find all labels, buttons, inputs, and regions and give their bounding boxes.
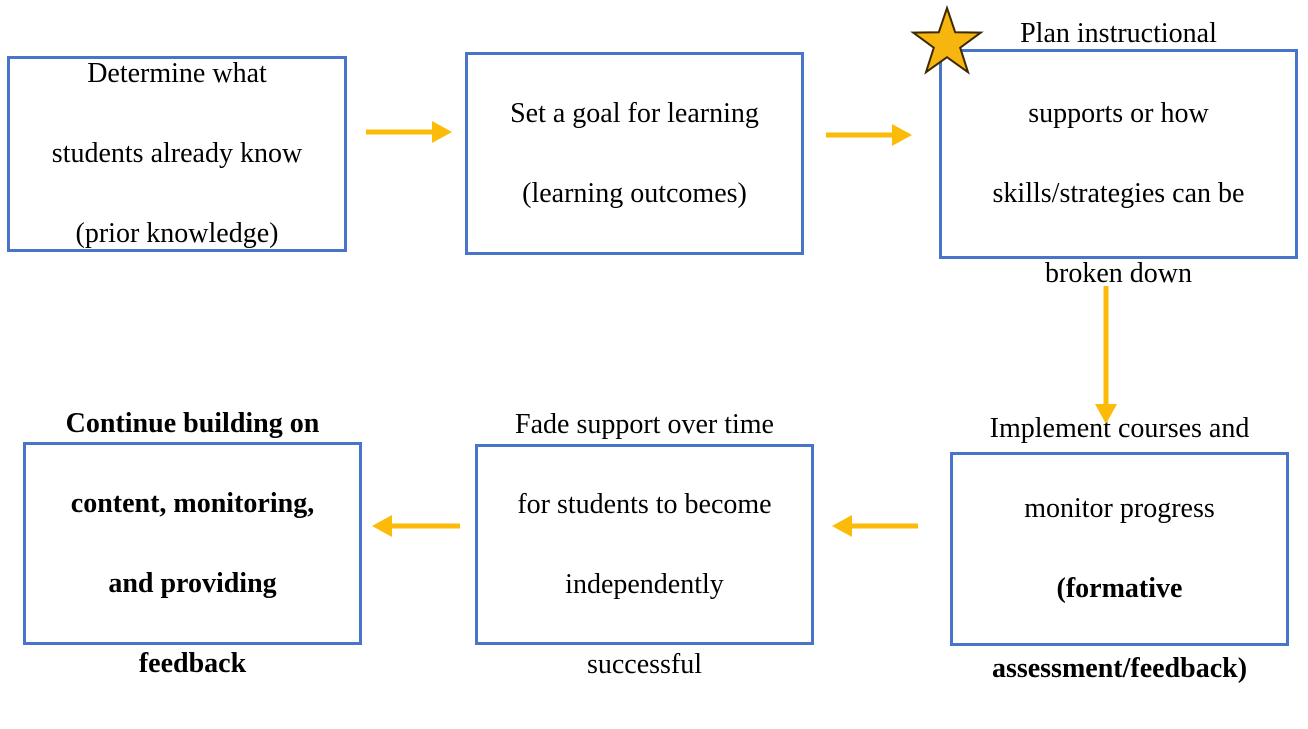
arrow-left-icon — [832, 515, 918, 537]
step-text-continue-building: Continue building on content, monitoring… — [66, 364, 320, 724]
step5-line1: Fade support over time — [515, 408, 774, 440]
step1-line2: students already know — [51, 138, 303, 169]
step-text-determine-prior-knowledge: Determine what students already know (pr… — [52, 14, 302, 294]
step-text-plan-supports: Plan instructional supports or how skill… — [993, 0, 1245, 334]
arrow-right-icon — [366, 121, 452, 143]
step-text-fade-support: Fade support over time for students to b… — [515, 365, 774, 725]
step4-line2: monitor progress — [1024, 493, 1215, 524]
step2-line2: (learning outcomes) — [522, 177, 747, 209]
step6-line1-bold: Continue building on — [65, 407, 320, 439]
step3-line3: skills/strategies can be — [992, 178, 1245, 209]
step5-line2: for students to become — [517, 488, 772, 520]
step3-line4: broken down — [1045, 258, 1192, 289]
step5-line3: independently — [565, 568, 724, 600]
step-box-implement-monitor: Implement courses and monitor progress (… — [950, 413, 1289, 684]
step4-line4-bold: assessment/feedback) — [991, 653, 1248, 684]
step3-line1: Plan instructional — [1020, 18, 1217, 49]
step5-line4: successful — [586, 648, 703, 680]
step6-line3-bold: and providing — [108, 567, 277, 599]
step3-line2: supports or how — [1028, 98, 1209, 129]
step6-line4-bold: feedback — [138, 647, 247, 679]
step-box-set-goal: Set a goal for learning (learning outcom… — [465, 52, 804, 255]
step1-line1: Determine what — [87, 58, 267, 89]
step-text-set-goal: Set a goal for learning (learning outcom… — [510, 54, 759, 254]
step-box-plan-supports: Plan instructional supports or how skill… — [939, 18, 1298, 289]
step1-line3: (prior knowledge) — [75, 218, 279, 249]
arrow-right-icon — [826, 124, 912, 146]
step4-line1: Implement courses and — [989, 413, 1250, 444]
step2-line1: Set a goal for learning — [510, 97, 759, 129]
step4-line3-bold: (formative — [1056, 573, 1183, 604]
step-box-determine-prior-knowledge: Determine what students already know (pr… — [7, 56, 347, 252]
step-text-implement-monitor: Implement courses and monitor progress (… — [990, 369, 1250, 729]
step-box-fade-support: Fade support over time for students to b… — [475, 409, 814, 680]
arrow-left-icon — [372, 515, 460, 537]
step6-line2-bold: content, monitoring, — [70, 487, 315, 519]
step-box-continue-building: Continue building on content, monitoring… — [23, 408, 362, 679]
